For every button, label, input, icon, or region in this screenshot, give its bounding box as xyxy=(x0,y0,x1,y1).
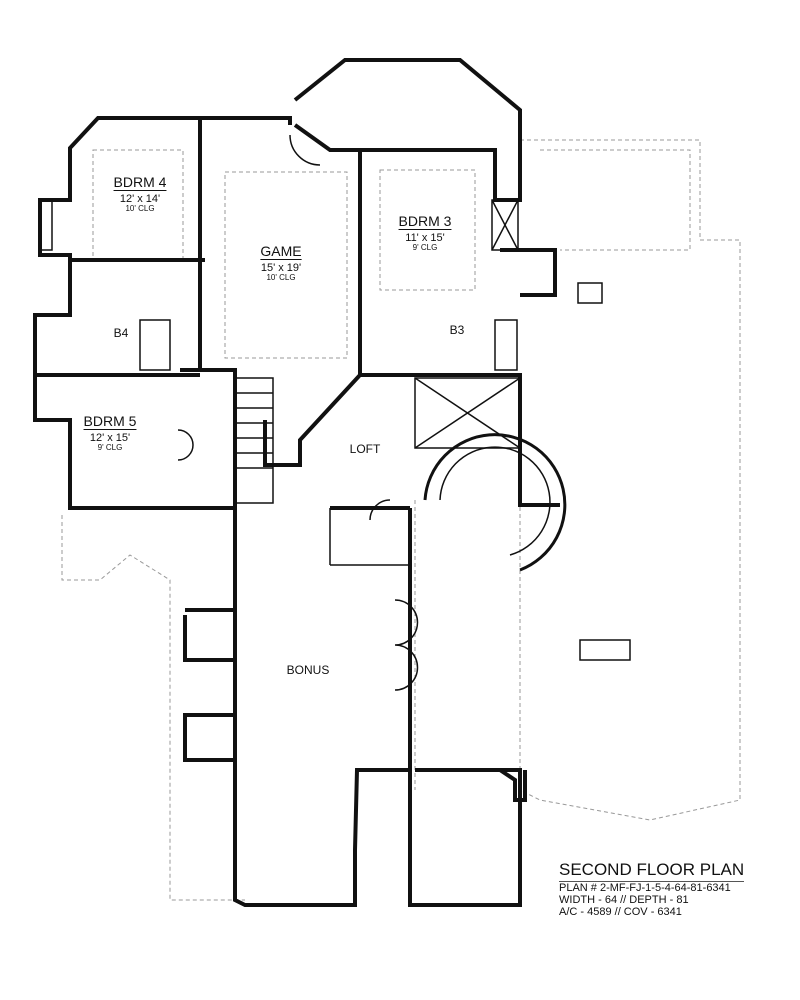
room-name: BDRM 5 xyxy=(83,413,137,429)
room-name: B4 xyxy=(113,326,129,340)
roof-outline xyxy=(61,139,741,901)
room-label-b3: B3 xyxy=(449,323,465,337)
room-name: BDRM 3 xyxy=(398,213,452,229)
plan-title: SECOND FLOOR PLAN xyxy=(559,860,745,882)
room-label-game: GAME 15' x 19' 10' CLG xyxy=(260,243,302,283)
room-label-b4: B4 xyxy=(113,326,129,340)
room-label-bdrm4: BDRM 4 12' x 14' 10' CLG xyxy=(113,174,167,214)
room-name: LOFT xyxy=(349,442,381,456)
title-block: SECOND FLOOR PLAN PLAN # 2-MF-FJ-1-5-4-6… xyxy=(559,860,745,918)
room-size: 12' x 14' xyxy=(119,193,161,206)
room-size: 11' x 15' xyxy=(405,232,445,245)
room-size: 15' x 19' xyxy=(260,262,302,275)
room-name: B3 xyxy=(449,323,465,337)
room-name: BDRM 4 xyxy=(113,174,167,190)
room-name: GAME xyxy=(260,243,302,259)
room-size: 12' x 15' xyxy=(89,432,131,445)
room-ceiling: 9' CLG xyxy=(97,443,123,453)
exterior-walls xyxy=(33,58,560,907)
room-label-bdrm3: BDRM 3 11' x 15' 9' CLG xyxy=(398,213,452,253)
room-ceiling: 10' CLG xyxy=(266,273,296,283)
interior-walls xyxy=(39,134,631,691)
room-name: BONUS xyxy=(286,663,330,677)
plan-number: PLAN # 2-MF-FJ-1-5-4-64-81-6341 xyxy=(559,882,731,894)
room-label-bonus: BONUS xyxy=(286,663,330,677)
room-label-bdrm5: BDRM 5 12' x 15' 9' CLG xyxy=(83,413,137,453)
plan-area: A/C - 4589 // COV - 6341 xyxy=(559,906,682,918)
plan-dimensions: WIDTH - 64 // DEPTH - 81 xyxy=(559,894,689,906)
room-label-loft: LOFT xyxy=(349,442,381,456)
room-ceiling: 9' CLG xyxy=(412,243,438,253)
room-ceiling: 10' CLG xyxy=(125,204,155,214)
